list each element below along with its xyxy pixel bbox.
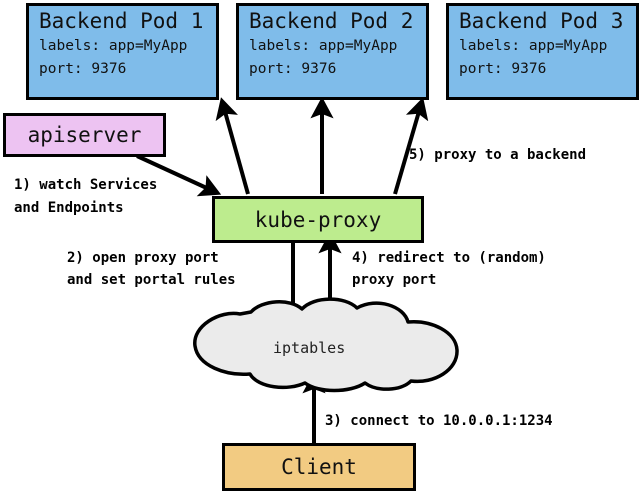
pod-1-port: port: 9376: [39, 61, 127, 77]
step-4-line-2: proxy port: [352, 272, 437, 288]
pod-3-port: port: 9376: [459, 61, 547, 77]
client-label: Client: [281, 455, 357, 479]
pod-2-title: Backend Pod 2: [249, 9, 414, 33]
node-backend-pod-1[interactable]: Backend Pod 1 labels: app=MyApp port: 93…: [26, 3, 219, 100]
kube-proxy-label: kube-proxy: [254, 207, 382, 232]
iptables-label: iptables: [273, 339, 346, 357]
node-client[interactable]: Client: [222, 443, 416, 491]
pod-1-labels: labels: app=MyApp: [39, 38, 188, 54]
node-backend-pod-3[interactable]: Backend Pod 3 labels: app=MyApp port: 93…: [446, 3, 639, 100]
edge-kubeproxy-to-pod-1: [215, 97, 250, 195]
step-4-line-1: 4) redirect to (random): [352, 250, 546, 266]
node-kube-proxy[interactable]: kube-proxy: [212, 196, 424, 243]
pod-2-labels: labels: app=MyApp: [249, 38, 398, 54]
step-2-line-2: and set portal rules: [67, 272, 236, 288]
pod-2-port: port: 9376: [249, 61, 337, 77]
step-1-line-1: 1) watch Services: [14, 177, 158, 193]
step-3-line-1: 3) connect to 10.0.0.1:1234: [325, 413, 553, 429]
step-5-line-1: 5) proxy to a backend: [409, 147, 587, 163]
pod-1-title: Backend Pod 1: [39, 9, 204, 33]
apiserver-label: apiserver: [27, 123, 142, 147]
pod-3-labels: labels: app=MyApp: [459, 38, 608, 54]
step-1-line-2: and Endpoints: [14, 200, 124, 216]
step-2-line-1: 2) open proxy port: [67, 250, 219, 266]
node-apiserver[interactable]: apiserver: [3, 113, 166, 157]
pod-3-title: Backend Pod 3: [459, 9, 624, 33]
node-backend-pod-2[interactable]: Backend Pod 2 labels: app=MyApp port: 93…: [236, 3, 429, 100]
